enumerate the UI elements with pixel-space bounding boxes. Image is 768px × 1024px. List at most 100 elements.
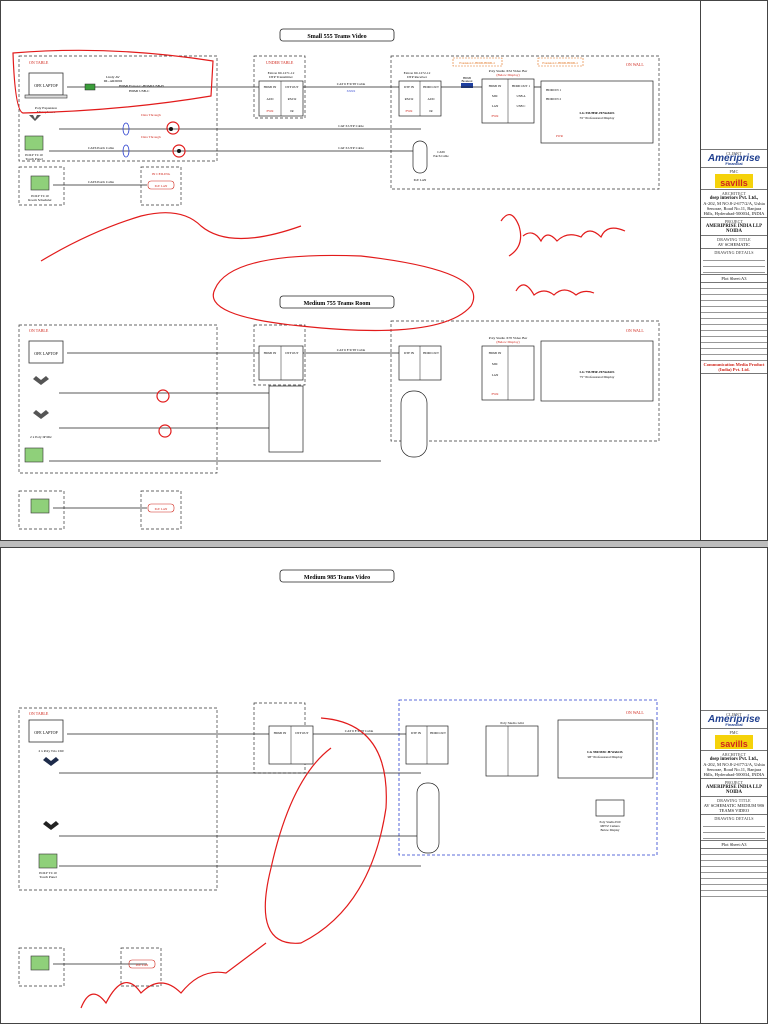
svg-text:PWR: PWR bbox=[406, 109, 414, 113]
svg-text:CAT6 Patch Cable: CAT6 Patch Cable bbox=[88, 180, 114, 184]
svg-text:Breakout: Breakout bbox=[462, 79, 473, 83]
drawing-sheet-2: Medium 985 Teams Video ON TABLE ON WALL … bbox=[0, 547, 768, 1024]
svg-text:Data Through: Data Through bbox=[141, 113, 161, 117]
svg-text:AUD: AUD bbox=[267, 97, 275, 101]
svg-text:PoE LAN: PoE LAN bbox=[155, 507, 168, 511]
svg-text:HDMI: HDMI bbox=[119, 84, 129, 88]
svg-text:PWR: PWR bbox=[492, 114, 500, 118]
svg-text:Room Scheduler: Room Scheduler bbox=[28, 198, 52, 202]
svg-text:Extension C-HDMI-HDMI-4: Extension C-HDMI-HDMI-4 bbox=[459, 61, 495, 65]
svg-text:DTP OUT: DTP OUT bbox=[285, 85, 298, 89]
svg-text:IR: IR bbox=[290, 109, 294, 113]
schematic-canvas-1: Small 555 Teams Video ON TABLE UNDER TAB… bbox=[12, 28, 660, 530]
svg-text:AUD: AUD bbox=[428, 97, 436, 101]
svg-text:POLY TC10: POLY TC10 bbox=[25, 153, 43, 157]
svg-text:DTP OUT: DTP OUT bbox=[285, 351, 298, 355]
svg-text:CAT 6 UTP Cable: CAT 6 UTP Cable bbox=[338, 146, 364, 150]
svg-text:Patch Cable: Patch Cable bbox=[433, 154, 449, 158]
svg-text:ON WALL: ON WALL bbox=[626, 710, 644, 715]
svg-text:Poly Expansion: Poly Expansion bbox=[35, 106, 57, 110]
svg-text:RS232: RS232 bbox=[405, 97, 414, 101]
svg-text:CAT6 Patch Cable: CAT6 Patch Cable bbox=[88, 146, 114, 150]
svg-text:HDMI OUT: HDMI OUT bbox=[423, 85, 439, 89]
schematic-canvas-2: Medium 985 Teams Video ON TABLE ON WALL … bbox=[18, 569, 658, 1009]
svg-text:LG 75UH5F-H/WebOS: LG 75UH5F-H/WebOS bbox=[580, 370, 615, 374]
svg-text:DTP IN: DTP IN bbox=[404, 351, 415, 355]
svg-text:LG 98UM3F-H/WebOS: LG 98UM3F-H/WebOS bbox=[587, 750, 623, 754]
svg-text:CAT6: CAT6 bbox=[437, 150, 445, 154]
svg-text:HDMI OUT 1: HDMI OUT 1 bbox=[512, 84, 531, 88]
svg-text:98" Professional Display: 98" Professional Display bbox=[588, 755, 623, 759]
svg-text:75" Professional Display: 75" Professional Display bbox=[580, 375, 615, 379]
svg-text:HDMI IN: HDMI IN bbox=[264, 85, 277, 89]
svg-text:ON TABLE: ON TABLE bbox=[29, 711, 49, 716]
svg-text:Poly Studio G64: Poly Studio G64 bbox=[500, 721, 524, 725]
svg-text:IR: IR bbox=[429, 109, 433, 113]
svg-text:Extron 60-1271-12: Extron 60-1271-12 bbox=[268, 71, 295, 75]
svg-text:2 x Poly IP Mic: 2 x Poly IP Mic bbox=[30, 435, 52, 439]
svg-text:Data Through: Data Through bbox=[141, 135, 161, 139]
svg-text:PWR: PWR bbox=[267, 109, 275, 113]
svg-text:MIC: MIC bbox=[492, 362, 498, 366]
svg-text:PoE LAN: PoE LAN bbox=[414, 178, 427, 182]
svg-text:OFE LAPTOP: OFE LAPTOP bbox=[34, 730, 58, 735]
svg-text:DTP IN: DTP IN bbox=[404, 85, 415, 89]
svg-text:Below Display: Below Display bbox=[600, 828, 619, 832]
diagram-title-small: Small 555 Teams Video bbox=[307, 34, 366, 40]
svg-text:OFE LAPTOP: OFE LAPTOP bbox=[34, 351, 58, 356]
svg-text:(Below Display): (Below Display) bbox=[496, 73, 520, 77]
svg-text:Extron 60-1272-12: Extron 60-1272-12 bbox=[404, 71, 431, 75]
svg-text:CAT 6 F/UTP Cable: CAT 6 F/UTP Cable bbox=[345, 729, 374, 733]
pmc-logo: savills bbox=[715, 174, 753, 188]
svg-text:MPTZ Camera: MPTZ Camera bbox=[600, 824, 620, 828]
svg-text:HDMI OUT: HDMI OUT bbox=[430, 731, 446, 735]
svg-text:DTP Receiver: DTP Receiver bbox=[407, 75, 428, 79]
svg-text:ON WALL: ON WALL bbox=[626, 62, 644, 67]
svg-text:PWR: PWR bbox=[492, 392, 500, 396]
svg-text:USB A: USB A bbox=[516, 94, 526, 98]
svg-text:PoE LAN: PoE LAN bbox=[155, 184, 168, 188]
svg-text:UNDER TABLE: UNDER TABLE bbox=[266, 60, 294, 65]
svg-text:HDMI IN: HDMI IN bbox=[489, 351, 502, 355]
diagram-title-medium-985: Medium 985 Teams Video bbox=[304, 575, 370, 581]
svg-text:HDMI IN 2: HDMI IN 2 bbox=[546, 97, 561, 101]
svg-text:LG 55UH5F-H/WebOS: LG 55UH5F-H/WebOS bbox=[580, 111, 615, 115]
svg-text:Touch Panel: Touch Panel bbox=[39, 875, 56, 879]
svg-text:(Below Display): (Below Display) bbox=[496, 340, 520, 344]
svg-text:USB C: USB C bbox=[516, 104, 525, 108]
svg-text:HDMI IN: HDMI IN bbox=[274, 731, 287, 735]
svg-text:ON TABLE: ON TABLE bbox=[29, 328, 49, 333]
svg-text:HDMI USB-C: HDMI USB-C bbox=[129, 89, 150, 93]
svg-text:Lindy AV: Lindy AV bbox=[106, 75, 120, 79]
svg-text:ON WALL: ON WALL bbox=[626, 328, 644, 333]
svg-text:Poly Studio E60: Poly Studio E60 bbox=[600, 820, 621, 824]
diagram-title-medium-755: Medium 755 Teams Room bbox=[304, 301, 371, 307]
svg-text:DTP IN: DTP IN bbox=[411, 731, 422, 735]
drawing-sheet-1: Small 555 Teams Video ON TABLE UNDER TAB… bbox=[0, 0, 768, 541]
svg-text:CAT 6 UTP Cable: CAT 6 UTP Cable bbox=[338, 124, 364, 128]
svg-text:PWR: PWR bbox=[556, 134, 564, 138]
svg-text:HDMI IN: HDMI IN bbox=[489, 84, 502, 88]
svg-text:CAT 6 F/UTP Cable: CAT 6 F/UTP Cable bbox=[337, 348, 366, 352]
svg-text:HDMI: HDMI bbox=[463, 76, 471, 80]
svg-text:RS232: RS232 bbox=[288, 97, 297, 101]
svg-text:Extension C-HDMI-HDMI-4: Extension C-HDMI-HDMI-4 bbox=[542, 61, 578, 65]
sheet-separator bbox=[0, 541, 768, 547]
svg-text:DTP Transmitter: DTP Transmitter bbox=[269, 75, 293, 79]
svg-text:PoE LAN: PoE LAN bbox=[136, 963, 149, 967]
svg-text:ON TABLE: ON TABLE bbox=[29, 60, 49, 65]
svg-text:IN CEILING: IN CEILING bbox=[152, 172, 171, 176]
handwritten-annotation bbox=[12, 49, 626, 438]
svg-text:MIC: MIC bbox=[492, 94, 498, 98]
svg-text:Poly Studio X70 Video Bar: Poly Studio X70 Video Bar bbox=[489, 336, 528, 340]
svg-text:CAT 6 F/UTP Cable: CAT 6 F/UTP Cable bbox=[337, 82, 366, 86]
svg-text:2 x Poly Trio C60: 2 x Poly Trio C60 bbox=[38, 749, 63, 753]
svg-text:HDMI OUT: HDMI OUT bbox=[423, 351, 439, 355]
svg-text:LAN: LAN bbox=[492, 373, 499, 377]
svg-text:55" Professional Display: 55" Professional Display bbox=[580, 116, 615, 120]
svg-text:DTP OUT: DTP OUT bbox=[295, 731, 308, 735]
svg-text:Poly Studio X52 Video Bar: Poly Studio X52 Video Bar bbox=[489, 69, 528, 73]
